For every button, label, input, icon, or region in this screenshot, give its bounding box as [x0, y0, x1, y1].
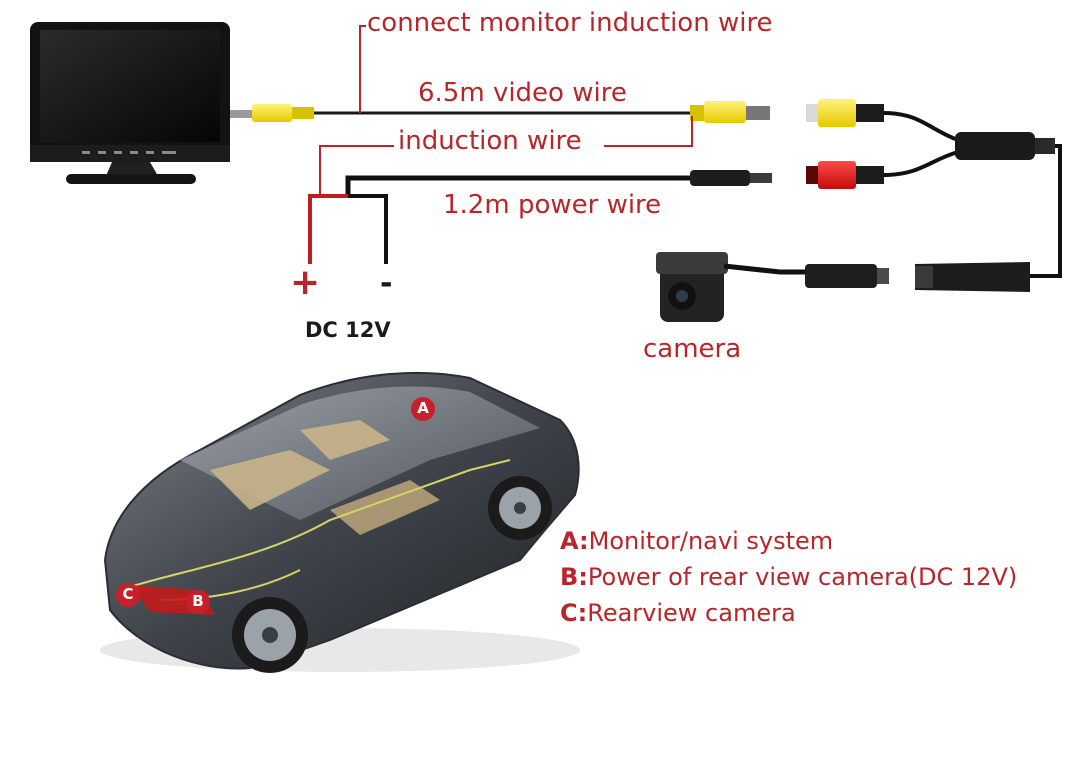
label-minus: -	[380, 266, 393, 301]
legend-text: Power of rear view camera(DC 12V)	[587, 563, 1018, 591]
marker-c: C	[122, 585, 134, 603]
car-illustration	[100, 371, 580, 673]
label-dc: DC 12V	[305, 318, 391, 342]
label-plus: +	[290, 262, 321, 303]
marker-b: B	[192, 592, 204, 610]
label-power-wire: 1.2m power wire	[443, 190, 662, 220]
label-connect-monitor: connect monitor induction wire	[367, 8, 773, 38]
connect-induction-line	[359, 25, 366, 113]
video-wire	[230, 101, 770, 123]
induction-wire-right	[604, 116, 693, 147]
legend: A:Monitor/navi system B:Power of rear vi…	[560, 523, 1017, 631]
legend-text: Rearview camera	[587, 599, 796, 627]
legend-row-c: C:Rearview camera	[560, 595, 1017, 631]
marker-a: A	[417, 399, 429, 417]
camera-device	[656, 252, 889, 322]
monitor	[30, 22, 230, 184]
legend-row-b: B:Power of rear view camera(DC 12V)	[560, 559, 1017, 595]
label-induction-wire: induction wire	[398, 126, 582, 156]
legend-text: Monitor/navi system	[588, 527, 834, 555]
label-camera: camera	[643, 334, 742, 364]
induction-wire-left	[319, 145, 394, 196]
power-wire	[308, 170, 772, 264]
legend-key: B:	[560, 563, 588, 591]
splitter-cable	[883, 111, 1062, 292]
legend-row-a: A:Monitor/navi system	[560, 523, 1017, 559]
legend-key: A:	[560, 527, 589, 555]
label-video-wire: 6.5m video wire	[418, 78, 627, 108]
red-rca-plug	[806, 161, 884, 189]
legend-key: C:	[560, 599, 588, 627]
yellow-rca-plug	[806, 99, 884, 127]
